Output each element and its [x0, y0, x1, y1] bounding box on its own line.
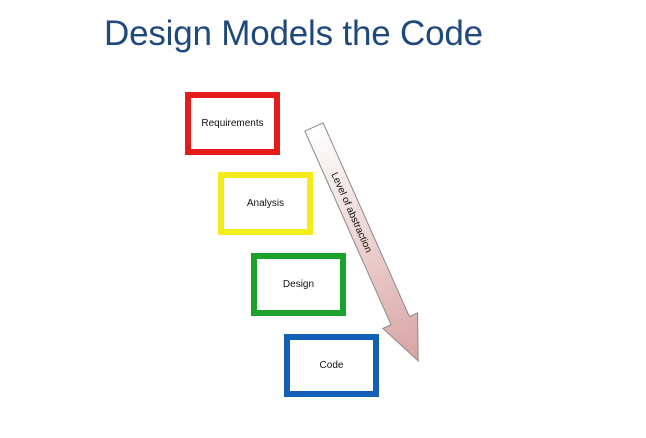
- analysis-box: Analysis: [218, 172, 313, 235]
- design-box: Design: [251, 253, 346, 316]
- code-label: Code: [319, 360, 344, 371]
- down-arrow-icon: [304, 122, 419, 363]
- code-box: Code: [284, 334, 379, 397]
- arrow-label: Level of abstraction: [328, 171, 373, 255]
- slide-title: Design Models the Code: [104, 14, 483, 53]
- requirements-box: Requirements: [185, 92, 280, 155]
- design-label: Design: [282, 279, 315, 290]
- requirements-label: Requirements: [201, 118, 264, 129]
- analysis-label: Analysis: [246, 198, 285, 209]
